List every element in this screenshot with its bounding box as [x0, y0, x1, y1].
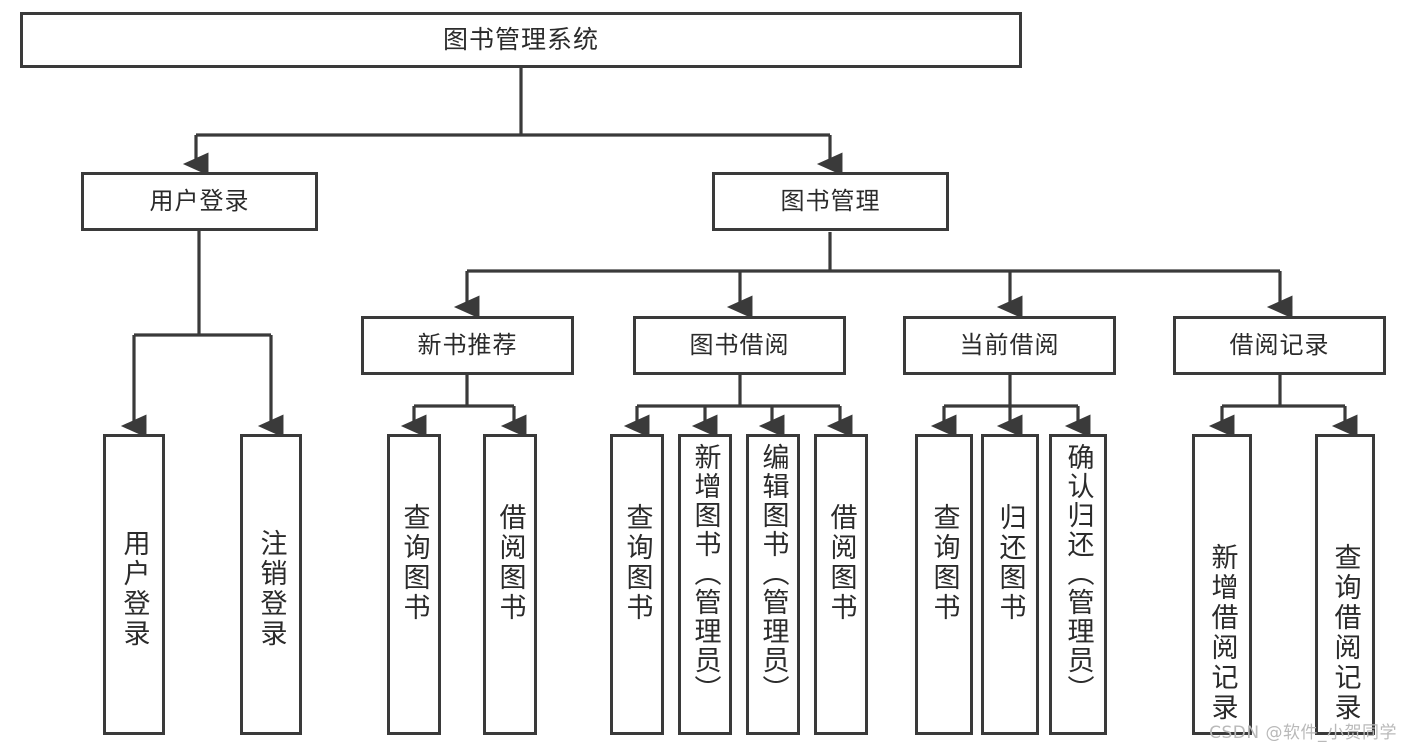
node-borrow-record[interactable]: 借阅记录 [1173, 316, 1386, 375]
node-leaf-return-book-label: 归还图书 [994, 503, 1026, 623]
node-book-manage-label: 图书管理 [780, 187, 881, 216]
node-current-borrow-label: 当前借阅 [959, 331, 1060, 360]
node-leaf-confirm-return[interactable]: 确认归还（管理员） [1049, 434, 1107, 735]
node-leaf-logout-label: 注销登录 [255, 529, 287, 649]
csdn-watermark: CSDN @软件_小贺同学 [1209, 723, 1397, 743]
node-leaf-query-book-recommend-label: 查询图书 [398, 503, 430, 623]
node-user-login-label: 用户登录 [149, 187, 250, 216]
node-root-system-label: 图书管理系统 [442, 25, 599, 55]
node-leaf-return-book[interactable]: 归还图书 [981, 434, 1039, 735]
node-leaf-query-book-borrow[interactable]: 查询图书 [610, 434, 664, 735]
node-leaf-borrow-book-recommend[interactable]: 借阅图书 [483, 434, 537, 735]
node-leaf-logout[interactable]: 注销登录 [240, 434, 302, 735]
node-leaf-add-book-label: 新增图书（管理员） [689, 443, 721, 704]
node-new-book-recommend[interactable]: 新书推荐 [361, 316, 574, 375]
node-user-login[interactable]: 用户登录 [81, 172, 318, 231]
node-leaf-query-borrow-record[interactable]: 查询借阅记录 [1315, 434, 1375, 735]
node-leaf-query-book-current-label: 查询图书 [928, 503, 960, 623]
node-leaf-add-book[interactable]: 新增图书（管理员） [678, 434, 732, 735]
node-book-manage[interactable]: 图书管理 [712, 172, 949, 231]
node-leaf-add-borrow-record[interactable]: 新增借阅记录 [1192, 434, 1252, 735]
node-leaf-edit-book-label: 编辑图书（管理员） [757, 443, 789, 704]
node-leaf-borrow-book-borrow-label: 借阅图书 [825, 503, 857, 623]
node-leaf-user-login[interactable]: 用户登录 [103, 434, 165, 735]
node-leaf-confirm-return-label: 确认归还（管理员） [1062, 443, 1094, 704]
node-leaf-user-login-label: 用户登录 [118, 529, 150, 649]
node-leaf-query-book-recommend[interactable]: 查询图书 [387, 434, 441, 735]
node-borrow-record-label: 借阅记录 [1229, 331, 1330, 360]
node-leaf-borrow-book-borrow[interactable]: 借阅图书 [814, 434, 868, 735]
node-book-borrow[interactable]: 图书借阅 [633, 316, 846, 375]
node-leaf-borrow-book-recommend-label: 借阅图书 [494, 503, 526, 623]
node-root-system[interactable]: 图书管理系统 [20, 12, 1022, 68]
node-leaf-query-book-current[interactable]: 查询图书 [915, 434, 973, 735]
node-new-book-recommend-label: 新书推荐 [417, 331, 518, 360]
node-leaf-add-borrow-record-label: 新增借阅记录 [1206, 543, 1238, 723]
node-leaf-query-book-borrow-label: 查询图书 [621, 503, 653, 623]
node-leaf-query-borrow-record-label: 查询借阅记录 [1329, 543, 1361, 723]
node-current-borrow[interactable]: 当前借阅 [903, 316, 1116, 375]
node-book-borrow-label: 图书借阅 [689, 331, 790, 360]
node-leaf-edit-book[interactable]: 编辑图书（管理员） [746, 434, 800, 735]
